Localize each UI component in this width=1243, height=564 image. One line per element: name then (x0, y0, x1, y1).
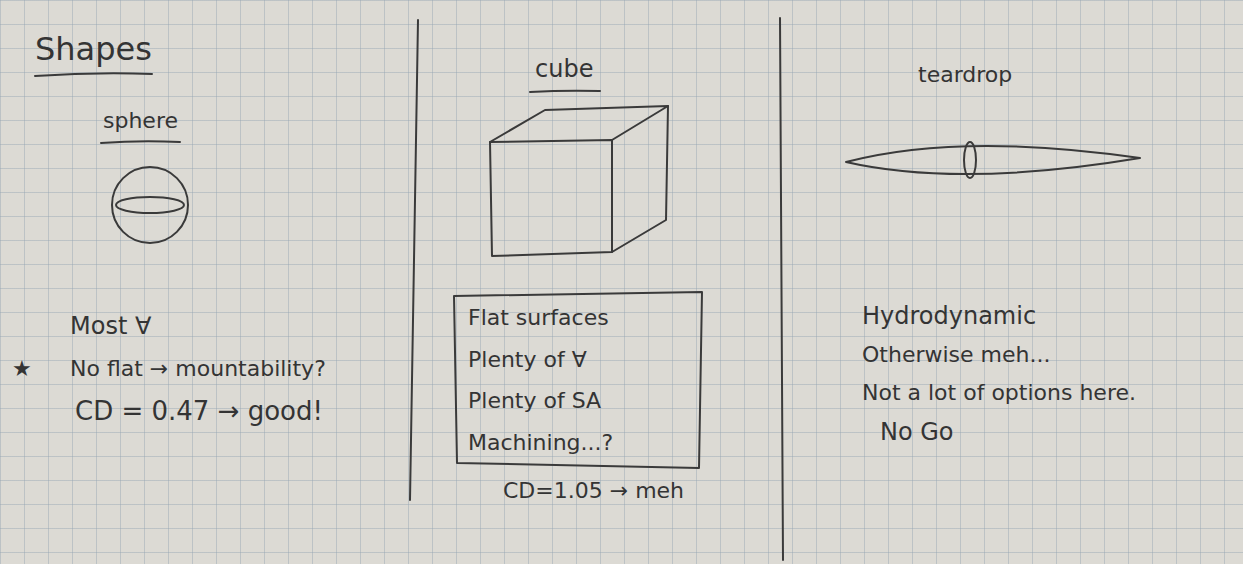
title-underline (35, 73, 152, 76)
heading-underline (530, 91, 600, 92)
heading-label: teardrop (918, 62, 1012, 88)
note-text: Not a lot of options here. (862, 380, 1136, 406)
box-note-line: Plenty of ∀ (468, 346, 688, 374)
teardrop-sketch (846, 142, 1140, 178)
box-border (454, 292, 702, 468)
note-text: No Go (880, 418, 954, 447)
note-text: Otherwise meh... (862, 342, 1050, 368)
note-text: Most ∀ (70, 312, 151, 341)
heading-label: sphere (103, 108, 178, 134)
note-text: CD=1.05 → meh (503, 478, 684, 504)
note-text: Hydrodynamic (862, 302, 1036, 331)
cube-sketch (490, 106, 668, 256)
page-title: Shapes (35, 30, 152, 68)
note-box: Flat surfacesPlenty of ∀ Plenty of SA Mach… (452, 290, 704, 470)
heading-label: cube (535, 55, 593, 84)
box-note-line: Plenty of SA (468, 387, 688, 415)
box-note-line: Machining...? (468, 429, 688, 457)
box-note-line: Flat surfaces (468, 304, 688, 332)
sphere-equator (116, 197, 184, 213)
star-mark: ★ (12, 356, 32, 382)
heading-underline (101, 141, 180, 143)
note-text: CD = 0.47 → good! (75, 396, 323, 427)
column-divider (780, 18, 783, 560)
column-divider (410, 20, 418, 500)
note-text: No flat → mountability? (70, 356, 326, 382)
sphere-sketch (112, 167, 188, 243)
